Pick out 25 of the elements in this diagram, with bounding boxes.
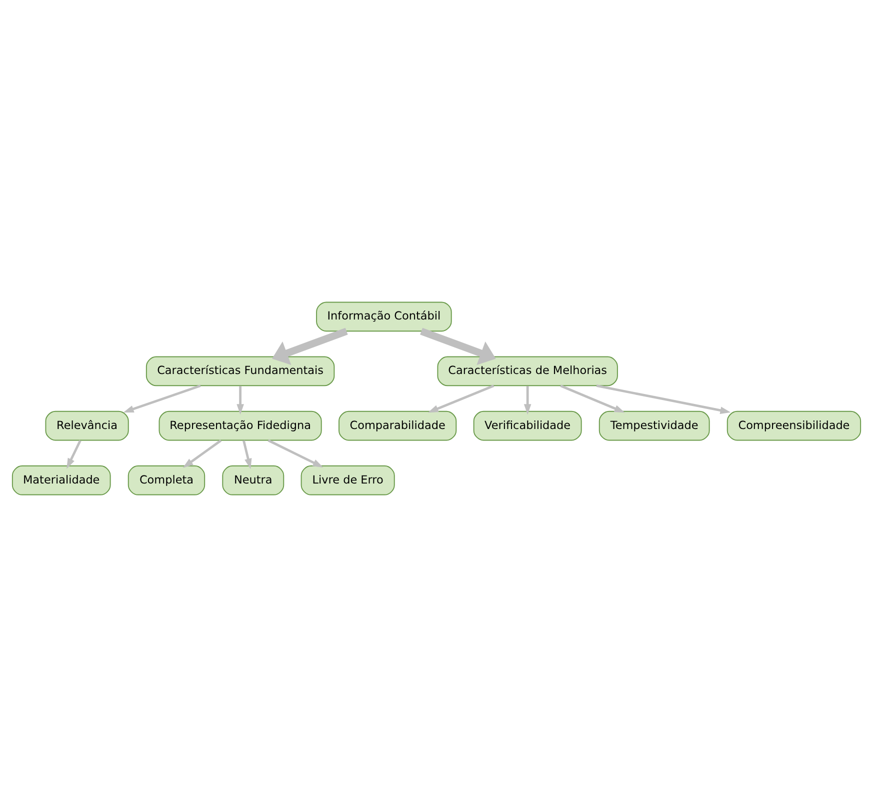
node-box: Representação Fidedigna [158,410,322,440]
arrow [420,327,496,364]
arrow [596,384,731,414]
node-box: Verificabilidade [473,410,582,440]
node-box: Informação Contábil [316,301,452,332]
arrow [560,384,625,412]
arrow [242,440,252,469]
arrow [268,438,324,467]
arrow [236,385,244,414]
node-box: Compreensibilidade [726,410,862,440]
node-box: Comparabilidade [338,410,457,440]
arrow [428,384,494,412]
node-box: Relevância [45,410,129,440]
arrow [524,385,532,414]
node-box: Características Fundamentais [146,356,335,386]
node-box: Neutra [222,464,284,495]
arrow [123,384,201,412]
node-box: Tempestividade [598,410,710,440]
node-box: Materialidade [12,464,111,495]
node-box: Características de Melhorias [437,356,618,386]
arrow [66,439,82,468]
arrow [182,439,222,468]
node-box: Completa [128,464,206,495]
node-box: Livre de Erro [300,464,395,495]
arrow [272,327,348,364]
